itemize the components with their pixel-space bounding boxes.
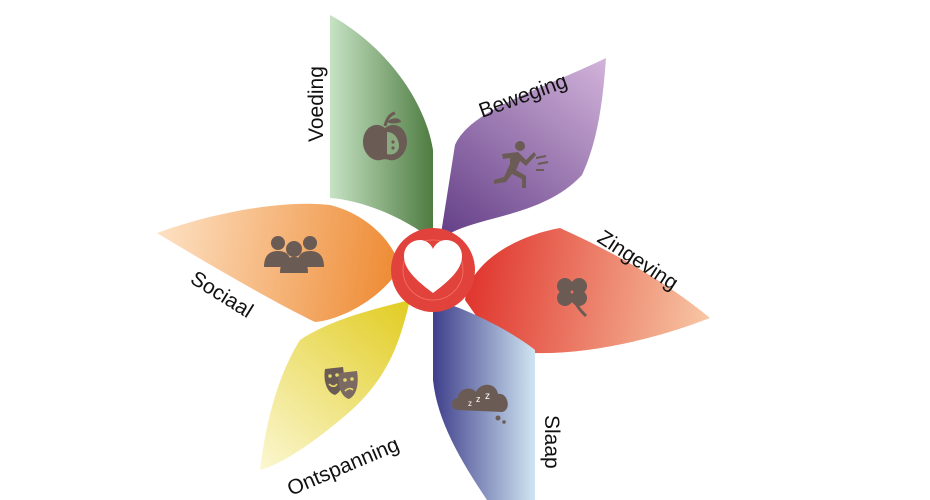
- svg-text:z: z: [485, 391, 490, 402]
- sleep-cloud-icon: z z z: [452, 384, 508, 424]
- petal-voeding-label: Voeding: [305, 66, 328, 142]
- petal-slaap-label: Slaap: [540, 415, 563, 469]
- svg-text:z: z: [476, 394, 481, 404]
- svg-text:z: z: [468, 399, 472, 408]
- center-heart-badge: [391, 228, 475, 312]
- heart-icon: [404, 240, 462, 293]
- theater-masks-icon: [324, 367, 358, 399]
- petal-beweging: Beweging: [440, 58, 606, 240]
- people-group-icon: [264, 236, 324, 273]
- apple-icon: [363, 111, 407, 161]
- petal-zingeving-shape: [465, 228, 710, 354]
- clover-icon: [557, 278, 588, 318]
- petal-ontspanning: Ontspanning: [260, 300, 410, 500]
- petal-voeding: Voeding: [305, 15, 433, 240]
- runner-icon: [494, 141, 549, 188]
- petal-sociaal: Sociaal: [157, 203, 400, 323]
- petal-slaap: z z z Slaap: [433, 300, 563, 500]
